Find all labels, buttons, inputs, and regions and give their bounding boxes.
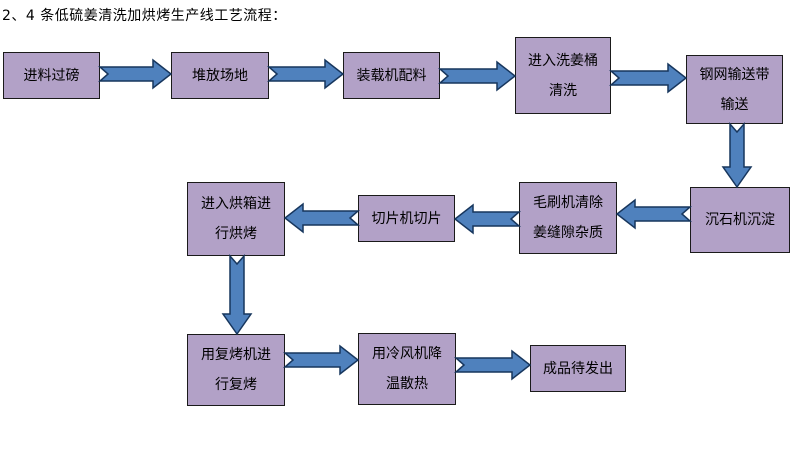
arrow-left-8 bbox=[283, 202, 360, 234]
arrow-down-9 bbox=[221, 254, 253, 336]
flow-box-mesh-conveyor: 钢网输送带 输送 bbox=[686, 55, 783, 124]
flow-box-stone-settling: 沉石机沉淀 bbox=[690, 187, 790, 253]
arrow-left-7 bbox=[453, 203, 521, 235]
arrow-left-6 bbox=[615, 198, 692, 230]
flow-box-weigh-in: 进料过磅 bbox=[3, 52, 100, 99]
flow-box-baking-oven: 进入烘箱进 行烘烤 bbox=[187, 182, 285, 256]
page-title: 2、4 条低硫姜清洗加烘烤生产线工艺流程： bbox=[2, 8, 287, 24]
arrow-right-2 bbox=[267, 58, 345, 90]
flow-box-finished-goods: 成品待发出 bbox=[530, 345, 626, 392]
flow-box-washing-barrel: 进入洗姜桶 清洗 bbox=[515, 37, 611, 114]
arrow-right-10 bbox=[283, 344, 360, 376]
arrow-right-3 bbox=[438, 60, 517, 92]
arrow-down-5 bbox=[721, 122, 753, 189]
arrow-right-4 bbox=[609, 62, 688, 94]
flow-box-stacking-yard: 堆放场地 bbox=[171, 52, 269, 99]
flow-box-brush-cleaning: 毛刷机清除 姜缝隙杂质 bbox=[519, 182, 617, 254]
flow-box-slicing: 切片机切片 bbox=[358, 195, 455, 242]
flow-box-re-baking: 用复烤机进 行复烤 bbox=[187, 334, 285, 406]
flow-box-cooling-fan: 用冷风机降 温散热 bbox=[358, 333, 456, 405]
arrow-right-11 bbox=[454, 349, 532, 381]
flow-box-loader-batching: 装载机配料 bbox=[343, 52, 440, 99]
arrow-right-1 bbox=[98, 58, 173, 90]
